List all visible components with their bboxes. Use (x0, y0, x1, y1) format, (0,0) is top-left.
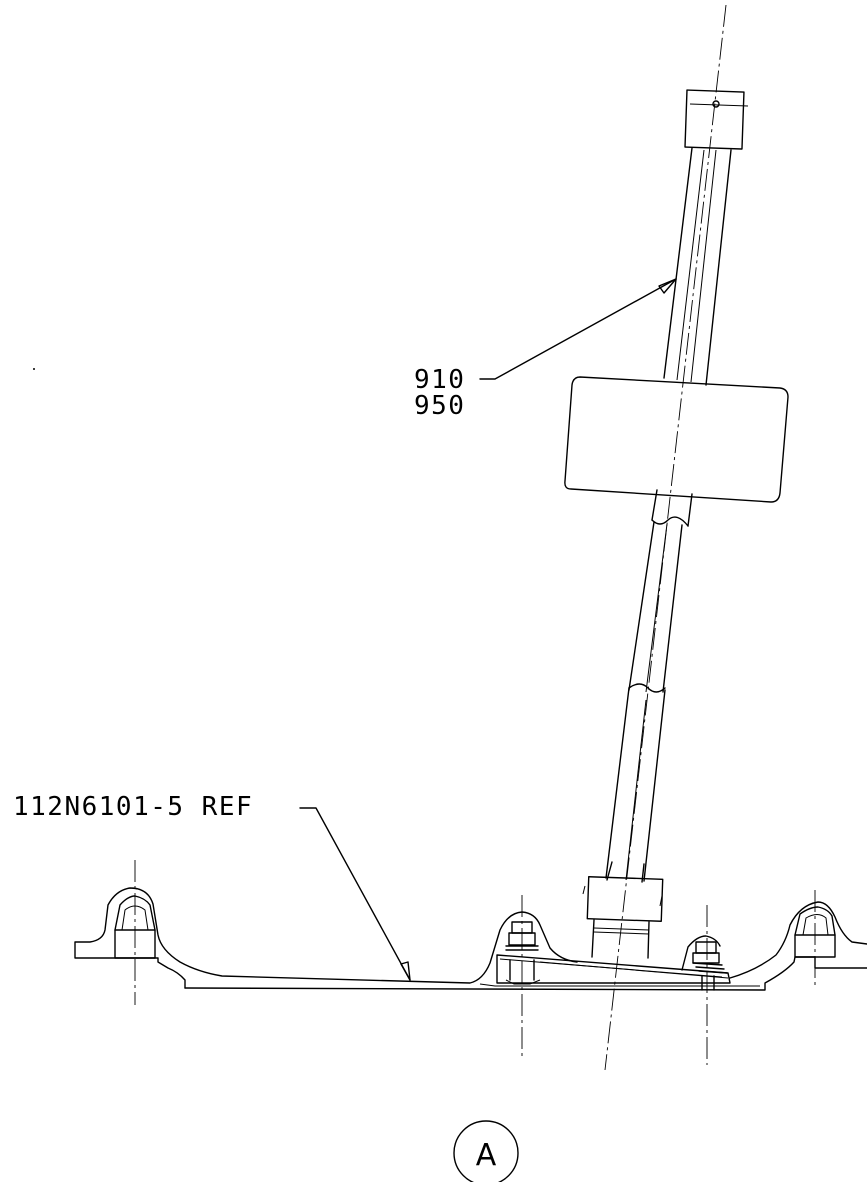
drawing-dot (33, 368, 35, 370)
leader-reference (299, 807, 411, 981)
tool-mid-shaft (628, 489, 693, 693)
leader-910-950 (479, 278, 677, 380)
tool-lower-collar (582, 861, 664, 959)
tool-upper-shaft (663, 147, 732, 386)
tool-lower-shaft (605, 687, 666, 882)
tool-base-plate (496, 954, 731, 984)
callout-part-910: 910 (414, 365, 465, 395)
bolt-left (505, 895, 541, 1060)
callout-part-950: 950 (414, 391, 465, 421)
tool-top-cap (684, 89, 749, 150)
bolt-right (681, 905, 728, 1065)
fastener-left (114, 860, 156, 1005)
view-identifier: A (453, 1120, 519, 1182)
structure-profile (74, 887, 867, 991)
view-identifier-label: A (476, 1138, 497, 1173)
callout-reference: 112N6101-5 REF (13, 792, 253, 822)
fastener-right (794, 890, 836, 985)
tool-weight-block (564, 376, 789, 503)
